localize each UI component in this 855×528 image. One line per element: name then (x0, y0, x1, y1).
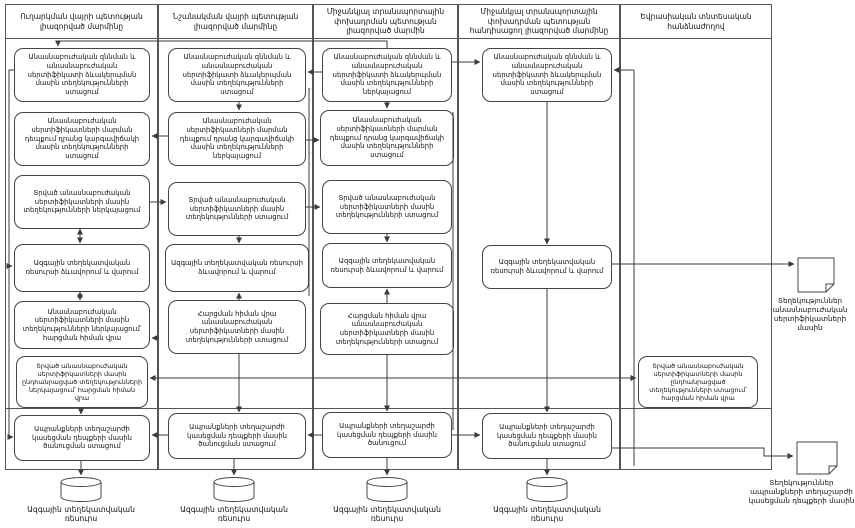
process-box: Անասնաբուժական զննման և անասնաբուժական ս… (14, 48, 150, 102)
lane-header: Միջանկյալ տրանսպորտային փոխադրման պետութ… (459, 5, 619, 39)
process-box: Ապրանքների տեղաշարժի կասեցման դեպքերի մա… (322, 412, 452, 458)
process-box: Տրված անասնաբուժական սերտիֆիկատների մասի… (14, 175, 150, 229)
database-cylinder-icon (526, 477, 568, 502)
process-box: Տրված անասնաբուժական սերտիֆիկատների մասի… (638, 356, 758, 408)
database-cylinder-icon (213, 477, 255, 502)
process-box: Ազգային տեղեկատվական ռեսուրսի ձևավորում … (165, 244, 309, 292)
process-box: Ազգային տեղեկատվական ռեսուրսի ձևավորում … (322, 243, 452, 288)
process-box: Հարցման հիման վրա անասնաբուժական սերտիֆի… (168, 300, 306, 354)
process-box: Ազգային տեղեկատվական ռեսուրսի ձևավորում … (482, 245, 612, 289)
lane-header: Եվրասիական տնտեսական հանձնաժողով (621, 5, 771, 39)
document-label: Տեղեկություններ անասնաբուժական սերտիֆիկա… (772, 296, 848, 332)
datastore-label: Ազգային տեղեկատվական ռեսուրս (333, 505, 441, 524)
process-box: Ապրանքների տեղաշարժի կասեցման դեպքերի մա… (168, 413, 306, 459)
document-label: Տեղեկություններ ապրանքների տեղաշարժի կաս… (748, 478, 855, 505)
process-box: Անասնաբուժական սերտիֆիկատների մասին տեղե… (14, 301, 150, 349)
process-box: Ազգային տեղեկատվական ռեսուրսի ձևավորում … (14, 244, 150, 292)
process-box: Անասնաբուժական զննման և անասնաբուժական ս… (168, 48, 306, 102)
process-box: Անասնաբուժական զննման և անասնաբուժական ս… (322, 48, 452, 102)
database-cylinder-icon (60, 477, 102, 502)
bottom-row-divider (5, 408, 772, 409)
process-box: Հարցման հիման վրա անասնաբուժական սերտիֆի… (320, 303, 454, 355)
datastore-label: Ազգային տեղեկատվական ռեսուրս (493, 505, 601, 524)
process-box: Անասնաբուժական սերտիֆիկատների մարման դեպ… (320, 110, 454, 166)
document-icon (796, 441, 838, 475)
database-cylinder-icon (366, 477, 408, 502)
process-box: Ապրանքների տեղաշարժի կասեցման դեպքերի մա… (14, 415, 150, 461)
datastore-label: Ազգային տեղեկատվական ռեսուրս (27, 505, 135, 524)
lane-header: Նշանակման վայրի պետության լիազորված մարմ… (159, 5, 312, 39)
process-box: Անասնաբուժական զննման և անասնաբուժական ս… (482, 48, 612, 102)
process-box: Անասնաբուժական սերտիֆիկատների մարման դեպ… (168, 112, 306, 166)
datastore-label: Ազգային տեղեկատվական ռեսուրս (180, 505, 288, 524)
process-box: Տրված անասնաբուժական սերտիֆիկատների մասի… (168, 182, 306, 236)
swimlane-transit-state-2: Միջանկյալ տրանսպորտային փոխադրման պետութ… (458, 4, 620, 470)
lane-header: Ուղարկման վայրի պետության լիազորված մարմ… (6, 5, 157, 39)
process-box: Տրված անասնաբուժական սերտիֆիկատների մասի… (322, 180, 452, 234)
document-icon (797, 257, 835, 293)
swimlane-eec: Եվրասիական տնտեսական հանձնաժողով (620, 4, 772, 470)
lane-header: Միջանկյալ տրանսպորտային փոխադրման պետութ… (314, 5, 457, 39)
process-box: Անասնաբուժական սերտիֆիկատների մարման դեպ… (14, 112, 150, 166)
process-box: Տրված անասնաբուժական սերտիֆիկատների մասի… (16, 356, 148, 408)
process-box: Ապրանքների տեղաշարժի կասեցման դեպքերի մա… (482, 413, 612, 459)
